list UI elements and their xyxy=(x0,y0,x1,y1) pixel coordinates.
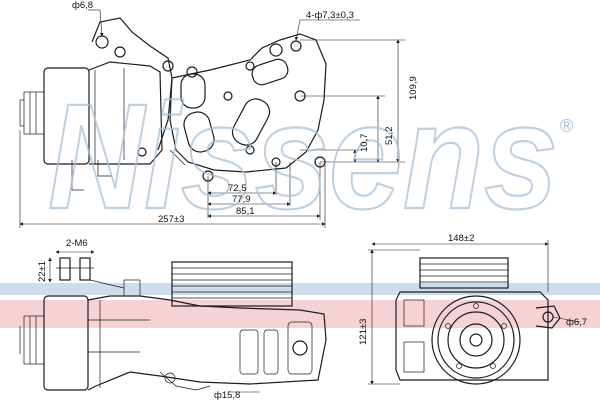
dim-height-51: 51,2 xyxy=(384,127,395,146)
blue-band xyxy=(0,283,600,295)
dim-height-10: 10,7 xyxy=(359,134,370,153)
dim-height-121: 121±3 xyxy=(358,319,369,345)
front-view xyxy=(19,250,327,393)
dim-4-holes: 4-ф7,3±0,3 xyxy=(306,10,354,21)
dim-width-77: 77,9 xyxy=(232,194,251,205)
registered-mark: ® xyxy=(560,116,573,136)
dim-hole-diameter-side: ф6,7 xyxy=(566,317,587,328)
dim-studs: 2-M6 xyxy=(66,238,88,249)
dim-height-109: 109,9 xyxy=(408,76,419,100)
dim-width-148: 148±2 xyxy=(448,233,474,244)
cooler-fins xyxy=(171,261,293,307)
top-view xyxy=(19,9,405,228)
watermark: Nissens xyxy=(48,72,558,240)
dim-width-85: 85,1 xyxy=(236,206,255,217)
dim-length-257: 257±3 xyxy=(158,214,184,225)
dim-hole-diameter-top: ф6,8 xyxy=(72,0,93,11)
dim-stud-height: 22±1 xyxy=(37,261,48,282)
dim-width-72: 72,5 xyxy=(228,183,247,194)
side-view xyxy=(368,240,581,385)
dim-port-diameter: ф15,8 xyxy=(214,390,240,400)
